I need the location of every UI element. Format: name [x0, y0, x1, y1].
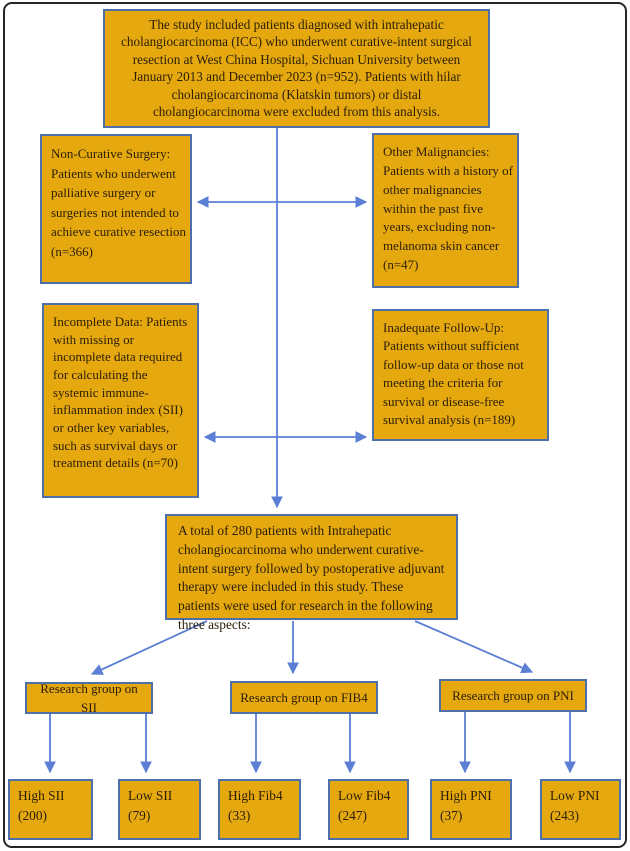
outcome-label: Low SII [128, 788, 173, 803]
outcome-high-sii-box: High SII (200) [8, 779, 93, 840]
exclusion-non-curative-surgery-box: Non-Curative Surgery: Patients who under… [40, 134, 192, 284]
research-group-sii-box: Research group on SII [25, 681, 153, 715]
connector-central-to-pni [414, 620, 534, 674]
connector-central-to-sii [90, 620, 208, 675]
outcome-low-sii-box: Low SII (79) [118, 779, 201, 840]
outcome-count: (79) [128, 808, 151, 824]
outcome-count: (243) [550, 808, 580, 824]
outcome-count: (200) [18, 808, 48, 824]
outcome-low-fib4-box: Low Fib4 (247) [328, 779, 409, 840]
outcome-label: High Fib4 [228, 788, 283, 803]
outcome-low-pni-box: Low PNI (243) [540, 779, 621, 840]
outcome-high-fib4-box: High Fib4 (33) [218, 779, 301, 840]
outcome-count: (33) [228, 808, 251, 824]
outcome-label: High SII [18, 788, 65, 803]
inclusion-criteria-box: The study included patients diagnosed wi… [103, 9, 490, 128]
final-cohort-box: A total of 280 patients with Intrahepati… [165, 514, 458, 632]
exclusion-inadequate-follow-up-box: Inadequate Follow-Up: Patients without s… [372, 309, 549, 441]
outcome-count: (247) [338, 808, 368, 824]
outcome-label: Low PNI [550, 788, 600, 803]
research-group-fib4-box: Research group on FIB4 [230, 681, 378, 714]
outcome-count: (37) [440, 808, 463, 824]
exclusion-other-malignancies-box: Other Malignancies: Patients with a hist… [372, 133, 519, 288]
exclusion-incomplete-data-box: Incomplete Data: Patients with missing o… [42, 303, 199, 498]
research-group-pni-box: Research group on PNI [439, 679, 587, 712]
outcome-label: High PNI [440, 788, 492, 803]
outcome-label: Low Fib4 [338, 788, 391, 803]
outcome-high-pni-box: High PNI (37) [430, 779, 512, 840]
